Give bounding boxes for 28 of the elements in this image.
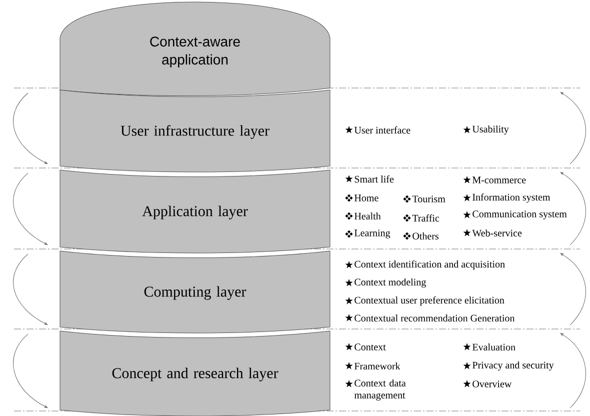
list-item: Others <box>412 232 438 240</box>
list-item: Evaluation <box>472 343 516 351</box>
list-item: User interface <box>354 126 410 134</box>
list-item: Communication system <box>472 210 567 220</box>
layer-band: Computing layer <box>60 250 330 334</box>
layer-band: User infrastructure layer <box>60 90 330 172</box>
list-item: Contextual recommendation Generation <box>354 314 515 322</box>
list-item: Context data management <box>354 379 406 401</box>
list-item: Privacy and security <box>472 361 554 371</box>
list-item: Framework <box>354 362 400 370</box>
list-item: Home <box>354 194 378 202</box>
list-item: Context modeling <box>354 278 426 288</box>
list-item: Tourism <box>412 196 446 202</box>
list-item: Traffic <box>412 214 440 222</box>
list-item: Context identification and acquisition <box>354 260 505 270</box>
list-item: M-commerce <box>472 176 526 184</box>
list-item: Usability <box>472 125 509 135</box>
list-item: Contextual user preference elicitation <box>354 296 504 306</box>
layer-band: Application layer <box>60 170 330 254</box>
list-item: Smart life <box>354 175 394 183</box>
list-item: Learning <box>354 230 390 238</box>
list-item: Information system <box>472 193 550 203</box>
layer-band: Concept and research layer <box>60 330 330 416</box>
cylinder-top: Context-aware application <box>60 2 330 96</box>
list-item: Health <box>354 212 381 220</box>
list-item: Overview <box>472 380 512 388</box>
list-item: Context <box>354 344 386 350</box>
list-item: Web-service <box>472 229 522 237</box>
